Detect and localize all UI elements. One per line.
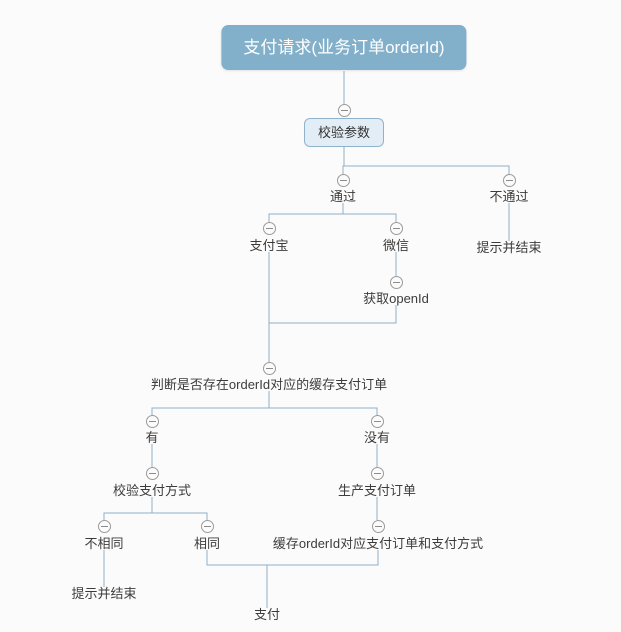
node-validate[interactable]: 校验参数: [303, 118, 385, 147]
node-root[interactable]: 支付请求(业务订单orderId): [221, 25, 467, 70]
node-check_pay[interactable]: 校验支付方式: [112, 483, 192, 498]
edge-openid-to-check_cache: [269, 305, 397, 324]
collapse-toggle-not_same-icon[interactable]: [97, 519, 111, 533]
collapse-toggle-same-icon[interactable]: [200, 519, 214, 533]
collapse-toggle-cache_ord-icon[interactable]: [371, 519, 385, 533]
collapse-toggle-wechat-icon[interactable]: [389, 221, 403, 235]
edge-check_cache-to-has_not: [268, 391, 378, 415]
collapse-toggle-check_pay-icon[interactable]: [145, 466, 159, 480]
edge-same-to-pay: [206, 550, 268, 608]
collapse-toggle-openid-icon[interactable]: [389, 275, 403, 289]
node-check_cache[interactable]: 判断是否存在orderId对应的缓存支付订单: [150, 377, 388, 392]
node-pass[interactable]: 通过: [329, 189, 357, 204]
edge-check_pay-to-not_same: [103, 497, 153, 520]
node-ns_end[interactable]: 提示并结束: [71, 586, 137, 601]
edge-check_pay-to-same: [151, 497, 208, 520]
node-same[interactable]: 相同: [193, 536, 221, 551]
node-fail[interactable]: 不通过: [489, 189, 529, 204]
edge-pass-to-alipay: [268, 203, 344, 222]
collapse-toggle-validate-icon[interactable]: [337, 103, 351, 117]
collapse-toggle-has-icon[interactable]: [145, 414, 159, 428]
node-cache_ord[interactable]: 缓存orderId对应支付订单和支付方式: [272, 536, 484, 551]
node-wechat[interactable]: 微信: [382, 238, 410, 253]
node-pay[interactable]: 支付: [253, 607, 281, 622]
node-openid[interactable]: 获取openId: [363, 291, 429, 306]
collapse-toggle-create_ord-icon[interactable]: [370, 466, 384, 480]
collapse-toggle-check_cache-icon[interactable]: [262, 361, 276, 375]
edge-validate-to-fail: [343, 147, 510, 174]
node-fail_end[interactable]: 提示并结束: [476, 240, 542, 255]
node-alipay[interactable]: 支付宝: [249, 238, 289, 253]
edge-pass-to-wechat: [342, 203, 397, 222]
edge-check_cache-to-has: [151, 391, 270, 415]
edge-cache_ord-to-pay: [267, 550, 379, 566]
node-create_ord[interactable]: 生产支付订单: [337, 483, 417, 498]
node-not_same[interactable]: 不相同: [84, 536, 124, 551]
collapse-toggle-alipay-icon[interactable]: [262, 221, 276, 235]
collapse-toggle-has_not-icon[interactable]: [370, 414, 384, 428]
edge-validate-to-pass: [342, 147, 345, 174]
node-has_not[interactable]: 没有: [363, 430, 391, 445]
collapse-toggle-pass-icon[interactable]: [336, 173, 350, 187]
collapse-toggle-fail-icon[interactable]: [502, 173, 516, 187]
node-has[interactable]: 有: [145, 430, 159, 445]
